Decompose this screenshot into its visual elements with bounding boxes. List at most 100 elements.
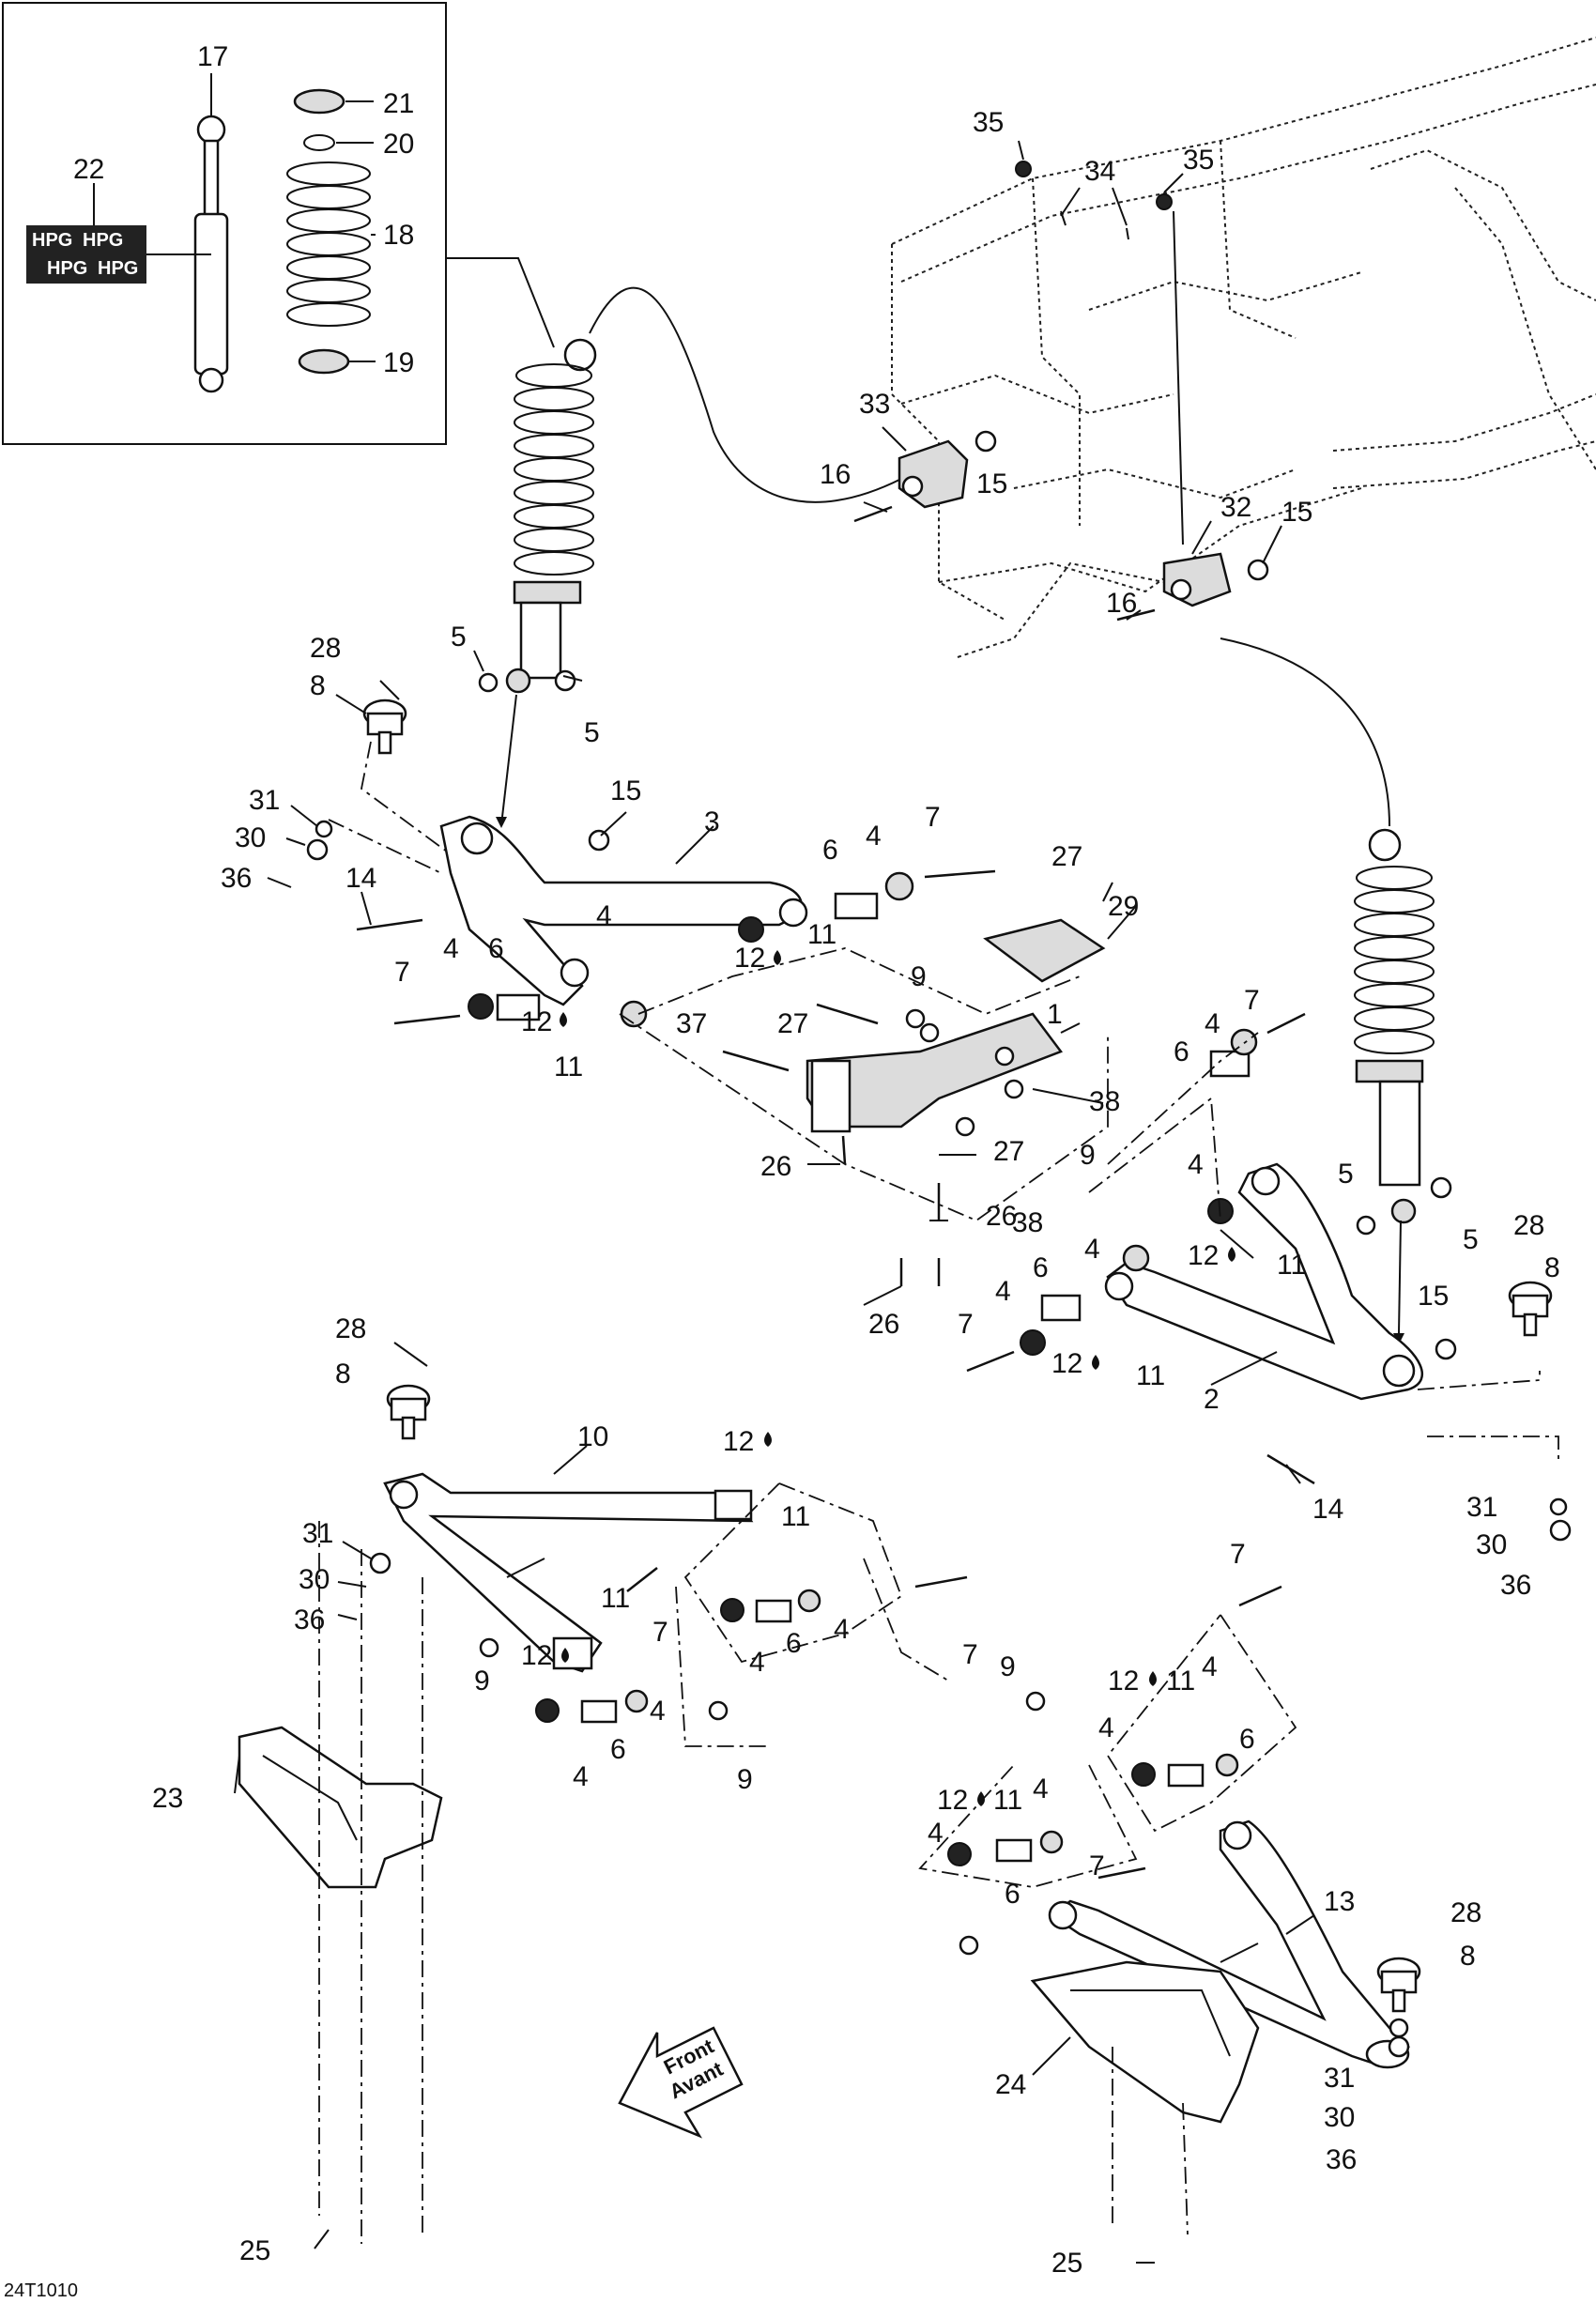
lower-a-arm-right — [1048, 1819, 1410, 2069]
assembly-guide-lines — [318, 741, 1559, 2244]
callout-4a: 4 — [866, 821, 882, 852]
callout-5a: 5 — [451, 622, 467, 653]
callout-9b: 9 — [1080, 1140, 1096, 1171]
spring-detail — [286, 88, 371, 375]
callout-6a: 6 — [822, 835, 838, 866]
right-shock-absorber — [1354, 828, 1452, 1236]
callout-4f: 4 — [1084, 1234, 1100, 1265]
callout-16b: 16 — [1106, 588, 1137, 619]
callout-34: 34 — [1084, 156, 1115, 187]
callout-7f: 7 — [962, 1639, 978, 1670]
callout-4j: 4 — [650, 1696, 666, 1727]
skid-plate-left — [238, 1726, 443, 1889]
callout-9a: 9 — [911, 961, 927, 992]
callout-33: 33 — [859, 389, 890, 420]
callout-8c: 8 — [335, 1359, 351, 1389]
callout-11g: 11 — [1166, 1666, 1195, 1697]
callout-14b: 14 — [1312, 1494, 1343, 1525]
callout-36a: 36 — [221, 863, 252, 894]
callout-28a: 28 — [310, 633, 341, 664]
callout-30d: 30 — [1324, 2102, 1355, 2133]
grease-symbols — [560, 950, 1235, 1806]
callout-32: 32 — [1220, 492, 1251, 523]
callout-11d: 11 — [1136, 1360, 1165, 1391]
callout-11a: 11 — [807, 919, 836, 950]
callout-38a: 38 — [1089, 1086, 1120, 1117]
callout-7h: 7 — [1089, 1850, 1105, 1881]
callout-6h: 6 — [1005, 1879, 1021, 1910]
callout-11h: 11 — [993, 1785, 1022, 1816]
callout-1: 1 — [1047, 999, 1063, 1030]
callout-16a: 16 — [820, 459, 851, 490]
callout-6b: 6 — [488, 933, 504, 964]
callout-26a: 26 — [760, 1151, 791, 1182]
callout-9e: 9 — [1000, 1651, 1016, 1682]
callout-15d: 15 — [1418, 1281, 1449, 1312]
callout-31a: 31 — [249, 785, 280, 816]
callout-15a: 15 — [976, 468, 1007, 499]
shock-detail-inset: HPG HPG HPG HPG 17 21 20 22 18 19 — [2, 2, 447, 445]
ball-joint-upper-left — [362, 699, 407, 755]
callout-4c: 4 — [443, 933, 459, 964]
callout-11c: 11 — [1277, 1250, 1306, 1281]
svg-text:HPG: HPG — [47, 258, 87, 279]
callout-4l: 4 — [1202, 1651, 1218, 1682]
callout-28c: 28 — [335, 1313, 366, 1344]
callout-4i: 4 — [749, 1647, 765, 1678]
callout-35b: 35 — [1183, 145, 1214, 176]
callout-30b: 30 — [1476, 1529, 1507, 1560]
callout-28d: 28 — [1450, 1897, 1481, 1928]
callout-27a: 27 — [1051, 841, 1082, 872]
callout-20: 20 — [383, 129, 414, 160]
callout-26b: 26 — [986, 1201, 1017, 1232]
callout-7b: 7 — [394, 957, 410, 988]
svg-text:HPG: HPG — [98, 258, 138, 279]
callout-12a: 12 — [734, 943, 765, 974]
callout-leaders — [234, 140, 1315, 2264]
skid-plate-right — [1030, 1960, 1260, 2124]
callout-31d: 31 — [1324, 2063, 1355, 2094]
callout-17: 17 — [197, 41, 228, 72]
callout-29: 29 — [1108, 891, 1139, 922]
callout-31c: 31 — [302, 1518, 333, 1549]
callout-6c: 6 — [1174, 1036, 1189, 1067]
callout-25b: 25 — [1051, 2248, 1082, 2279]
ball-joint-right — [1508, 1281, 1553, 1337]
callout-11e: 11 — [781, 1501, 810, 1532]
callout-3: 3 — [704, 806, 720, 837]
callout-12c: 12 — [1188, 1240, 1219, 1271]
callout-7e: 7 — [652, 1617, 668, 1648]
callout-7a: 7 — [925, 802, 941, 833]
callout-13: 13 — [1324, 1886, 1355, 1917]
callout-21: 21 — [383, 88, 414, 119]
callout-9d: 9 — [737, 1764, 753, 1795]
callout-4e: 4 — [1188, 1149, 1204, 1180]
callout-14a: 14 — [345, 863, 376, 894]
callout-12b: 12 — [521, 1006, 552, 1037]
front-direction-arrow: Front Avant — [618, 2026, 744, 2139]
callout-5d: 5 — [1463, 1224, 1479, 1255]
callout-27b: 27 — [777, 1008, 808, 1039]
callout-labels: 35 34 35 33 16 15 32 15 16 28 8 5 5 15 3… — [152, 107, 1560, 2279]
callout-9c: 9 — [474, 1666, 490, 1697]
callout-31b: 31 — [1466, 1492, 1497, 1523]
callout-15b: 15 — [1281, 497, 1312, 528]
callout-11f: 11 — [601, 1583, 630, 1614]
callout-22: 22 — [73, 154, 104, 185]
callout-5c: 5 — [1338, 1159, 1354, 1190]
callout-4o: 4 — [928, 1818, 944, 1849]
callout-7d: 7 — [958, 1309, 974, 1340]
callout-4k: 4 — [573, 1761, 589, 1792]
callout-2: 2 — [1204, 1384, 1220, 1415]
callout-6g: 6 — [1239, 1724, 1255, 1755]
callout-38b: 38 — [1012, 1207, 1043, 1238]
callout-12g: 12 — [1108, 1666, 1139, 1697]
callout-27c: 27 — [993, 1136, 1024, 1167]
callout-8b: 8 — [1544, 1252, 1560, 1283]
callout-36b: 36 — [1500, 1570, 1531, 1601]
reference-code: 24T1010 — [4, 2280, 78, 2301]
ball-joint-lower-right — [1376, 1957, 1421, 2013]
upper-a-arm-left — [439, 815, 808, 1006]
callout-35a: 35 — [973, 107, 1004, 138]
